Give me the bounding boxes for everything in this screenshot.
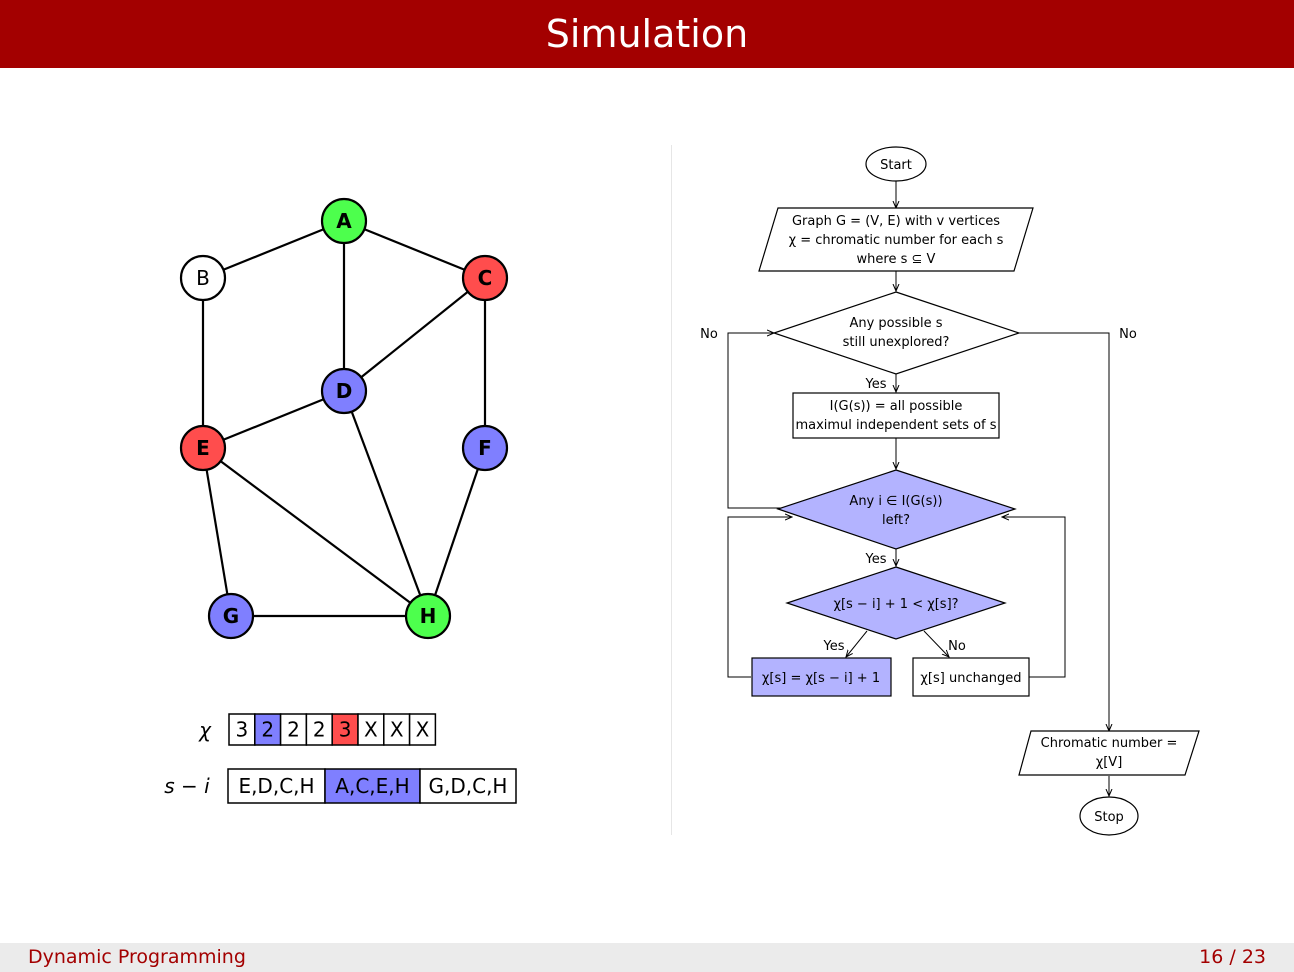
graph-edge-E-H (202, 447, 429, 617)
input-line-3: where s ⊆ V (857, 252, 936, 267)
graph-node-h (404, 592, 452, 640)
chi-cell-text: X (416, 718, 430, 742)
decision3-no-label: No (948, 639, 966, 654)
stop-label: Stop (1094, 810, 1124, 825)
s-minus-i-cell-text: G,D,C,H (429, 774, 508, 798)
chi-cell (228, 713, 256, 746)
slide-title: Simulation (545, 12, 749, 56)
s-minus-i-cell (324, 768, 421, 804)
s-minus-i-cell (419, 768, 517, 804)
decision3-label: χ[s − i] + 1 < χ[s]? (833, 597, 958, 612)
decision2-line-2: left? (882, 513, 910, 528)
output-line-2: χ[V] (1096, 755, 1123, 770)
graph-node-g (207, 592, 255, 640)
graph-node-b (179, 254, 227, 302)
stop-terminal (1079, 796, 1139, 836)
footer-section: Dynamic Programming (28, 946, 246, 968)
chi-cell (331, 713, 359, 746)
graph-node-f (461, 424, 509, 472)
arrow-decision1-no-to-output (1019, 332, 1109, 731)
footer-page-number: 16 / 23 (1199, 946, 1266, 968)
input-line-2: χ = chromatic number for each s (789, 233, 1004, 248)
decision1-line-1: Any possible s (849, 316, 942, 331)
decision3-yes-label: Yes (823, 639, 845, 654)
s-minus-i-cell-text: A,C,E,H (335, 774, 409, 798)
chi-array-label: χ (198, 718, 212, 742)
decision1-no-right-label: No (1119, 327, 1137, 342)
s-minus-i-array: E,D,C,H A,C,E,H G,D,C,H (227, 768, 517, 804)
footer-bar: Dynamic Programming 16 / 23 (0, 943, 1294, 972)
graph-edge-D-E (202, 389, 345, 450)
process1-line-2: maximul independent sets of s (795, 418, 996, 433)
graph-edge-D-H (342, 390, 430, 617)
graph-edge-A-B (202, 219, 345, 280)
graph-node-label-d: D (336, 379, 353, 403)
column-divider (671, 145, 672, 835)
chi-cell-text: 2 (313, 718, 326, 742)
chi-cell-text: 2 (287, 718, 300, 742)
s-minus-i-cell-text: E,D,C,H (238, 774, 314, 798)
decision-compare-chi (785, 566, 1007, 640)
process-chi-unchanged (912, 657, 1030, 697)
process-yes-label: χ[s] = χ[s − i] + 1 (762, 671, 880, 686)
arrow-loop-back-decision1 (727, 333, 788, 509)
start-terminal (865, 146, 927, 182)
graph-node-label-f: F (478, 436, 492, 460)
process-independent-sets (792, 392, 1000, 439)
graph-edge-A-C (343, 219, 486, 280)
graph-node-label-c: C (478, 266, 493, 290)
flowchart: Start Graph G = (V, E) with v vertices χ… (700, 146, 1200, 836)
decision1-no-left-label: No (700, 327, 718, 342)
process1-line-1: I(G(s)) = all possible (830, 399, 963, 414)
process-no-label: χ[s] unchanged (920, 671, 1021, 686)
decision-any-i-left (776, 469, 1017, 550)
decision1-line-2: still unexplored? (843, 335, 950, 350)
output-parallelogram (1018, 730, 1200, 776)
graph-edge-C-D (343, 277, 486, 392)
chi-cell (383, 713, 411, 746)
arrow-decision3-yes (846, 630, 868, 657)
graph-node-e (179, 424, 227, 472)
chi-cell-text: 2 (261, 718, 274, 742)
arrow-no-loop-back (1002, 517, 1066, 678)
graph-node-label-g: G (223, 604, 239, 628)
graph-edge-F-H (426, 447, 487, 617)
chi-cell-text: X (390, 718, 404, 742)
decision2-line-1: Any i ∈ I(G(s)) (849, 494, 942, 509)
output-line-1: Chromatic number = (1041, 736, 1178, 751)
arrow-decision3-no (923, 630, 949, 657)
graph-node-label-e: E (196, 436, 210, 460)
graph-node-label-a: A (336, 209, 352, 233)
decision2-yes-label: Yes (865, 552, 887, 567)
input-parallelogram (758, 207, 1034, 272)
chi-cell (279, 713, 308, 746)
process-update-chi (751, 657, 892, 697)
chi-cell (357, 713, 385, 746)
title-bar: Simulation (0, 0, 1294, 68)
graph-node-d (320, 367, 368, 415)
chi-cell-text: 3 (236, 718, 249, 742)
graph-node-label-h: H (420, 604, 437, 628)
chi-cell-text: X (364, 718, 378, 742)
start-label: Start (880, 158, 912, 173)
graph-node-a (320, 197, 368, 245)
graph-node-label-b: B (196, 266, 210, 290)
graph-node-c (461, 254, 509, 302)
chi-cell (408, 713, 437, 746)
arrow-yes-loop-back (727, 517, 792, 678)
input-line-1: Graph G = (V, E) with v vertices (792, 214, 1000, 229)
decision1-yes-label: Yes (865, 377, 887, 392)
s-minus-i-cell (227, 768, 326, 804)
graph-diagram: A B C D E F G H (179, 197, 509, 640)
graph-edge-E-G (201, 447, 233, 617)
decision-unexplored (772, 291, 1021, 375)
s-minus-i-label: s − i (164, 774, 210, 798)
chi-cell-text: 3 (339, 718, 352, 742)
